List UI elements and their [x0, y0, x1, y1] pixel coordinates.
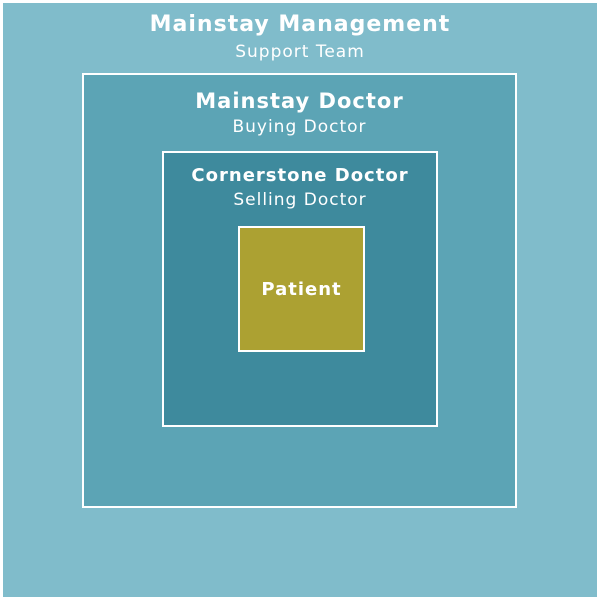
support-team-subtitle: Support Team	[235, 42, 365, 62]
buying-doctor-level: Mainstay Doctor Buying Doctor	[82, 73, 517, 508]
buying-doctor-subtitle: Buying Doctor	[232, 117, 367, 137]
selling-doctor-title: Cornerstone Doctor	[191, 165, 409, 186]
patient-level: Patient	[238, 226, 365, 352]
support-team-title: Mainstay Management	[149, 12, 451, 37]
selling-doctor-subtitle: Selling Doctor	[233, 190, 367, 210]
buying-doctor-title: Mainstay Doctor	[195, 89, 404, 113]
patient-title: Patient	[261, 278, 342, 300]
